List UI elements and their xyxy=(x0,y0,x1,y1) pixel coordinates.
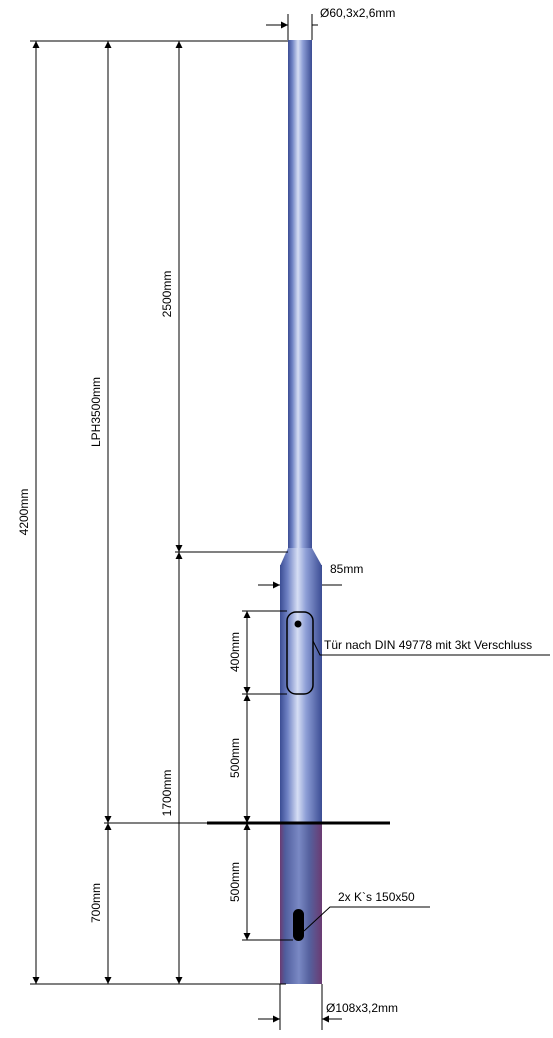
door-note-label: Tür nach DIN 49778 mit 3kt Verschluss xyxy=(324,638,532,652)
cable-note-leader xyxy=(303,906,430,932)
burial-depth-label: 700mm xyxy=(89,883,103,923)
pole-buried-section xyxy=(280,823,322,984)
door-offset-label: 500mm xyxy=(228,738,242,778)
service-door xyxy=(286,611,314,695)
cable-note-label: 2x K`s 150x50 xyxy=(338,890,415,904)
top-diameter-label: Ø60,3x2,6mm xyxy=(320,6,395,20)
cable-offset-label: 500mm xyxy=(228,862,242,902)
door-height-label: 400mm xyxy=(228,632,242,672)
lph-label: LPH3500mm xyxy=(89,377,103,447)
pole-top-tube xyxy=(288,40,312,552)
vertical-dimension-lines xyxy=(32,41,251,984)
upper-section-label: 2500mm xyxy=(160,271,174,318)
door-lock-icon xyxy=(294,620,302,628)
lower-section-label: 1700mm xyxy=(160,770,174,817)
extension-lines xyxy=(30,14,323,1030)
door-note-leader xyxy=(312,640,550,656)
bottom-diameter-label: Ø108x3,2mm xyxy=(326,1001,398,1015)
pole-shoulder xyxy=(280,548,322,566)
shoulder-width-label: 85mm xyxy=(330,562,363,576)
pole xyxy=(280,40,322,984)
diameter-dimensions xyxy=(258,21,342,1023)
cable-entry-slot xyxy=(293,909,304,941)
leader-lines xyxy=(303,640,550,932)
total-height-label: 4200mm xyxy=(17,489,31,536)
